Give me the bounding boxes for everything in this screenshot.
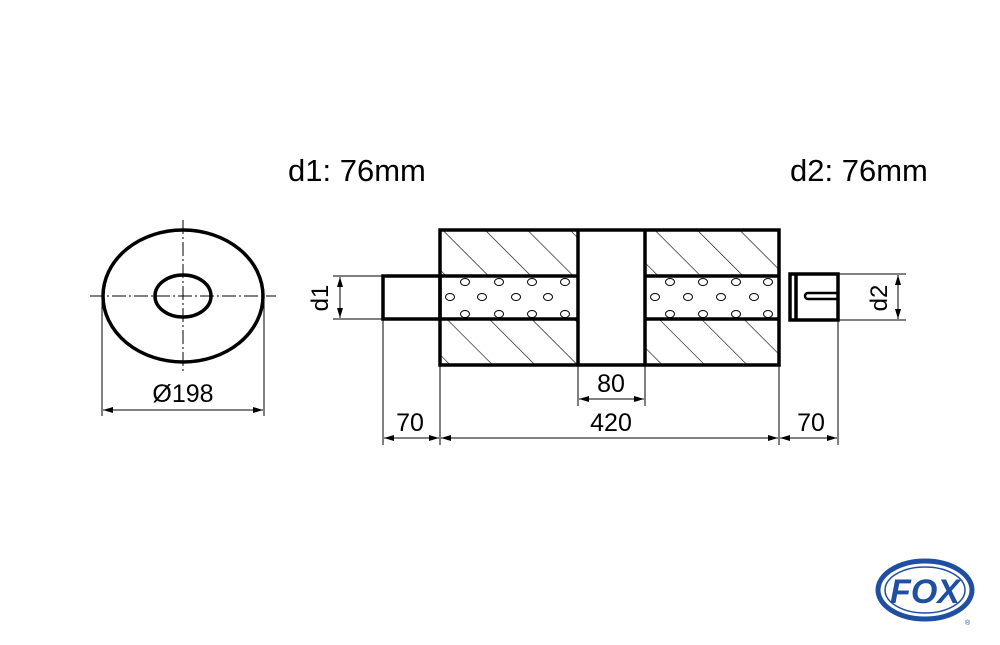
- svg-text:®: ®: [965, 619, 971, 627]
- perforation-hole: [527, 310, 537, 318]
- perforation-hole: [665, 278, 675, 286]
- outlet-slot: [803, 291, 838, 301]
- absorption-bottom-right: [645, 319, 779, 365]
- perforation-hole: [683, 293, 693, 301]
- perforation-hole: [560, 278, 570, 286]
- perforation-hole: [650, 293, 660, 301]
- perforation-hole: [511, 293, 521, 301]
- perforation-hole: [698, 278, 708, 286]
- perforation-hole: [460, 310, 470, 318]
- perforation-hole: [731, 278, 741, 286]
- perforation-hole: [698, 310, 708, 318]
- d2-spec-label: d2: 76mm: [790, 153, 928, 188]
- d2-marker: d2: [866, 285, 893, 312]
- perforation-hole: [445, 293, 455, 301]
- perforation-hole: [460, 278, 470, 286]
- side-view: d1 d2 80 70 420 70: [307, 228, 906, 445]
- body-length-dim: 420: [590, 409, 632, 437]
- perforation-hole: [543, 293, 553, 301]
- inlet-pipe: [381, 274, 442, 321]
- perforation-hole: [763, 310, 773, 318]
- perforation-hole: [527, 278, 537, 286]
- perforation-hole: [749, 293, 759, 301]
- perforation-holes: [445, 278, 773, 318]
- diameter-label: Ø198: [152, 380, 213, 408]
- svg-text:FOX: FOX: [890, 573, 962, 611]
- outlet-length-dim: 70: [797, 409, 825, 437]
- inlet-length-dim: 70: [396, 409, 424, 437]
- d1-marker: d1: [307, 285, 334, 312]
- perforation-hole: [477, 293, 487, 301]
- center-chamber-dim: 80: [597, 370, 625, 398]
- perforation-hole: [716, 293, 726, 301]
- absorption-top-right: [645, 230, 779, 276]
- fox-logo: FOX ®: [875, 558, 975, 627]
- perforation-hole: [763, 278, 773, 286]
- end-view: Ø198: [90, 220, 276, 416]
- perforation-hole: [731, 310, 741, 318]
- absorption-bottom-left: [440, 319, 578, 365]
- absorption-top-left: [440, 230, 578, 276]
- d1-spec-label: d1: 76mm: [288, 153, 426, 188]
- perforation-hole: [665, 310, 675, 318]
- perforation-hole: [494, 310, 504, 318]
- perforation-hole: [494, 278, 504, 286]
- outlet-pipe: [788, 272, 840, 322]
- perforation-hole: [560, 310, 570, 318]
